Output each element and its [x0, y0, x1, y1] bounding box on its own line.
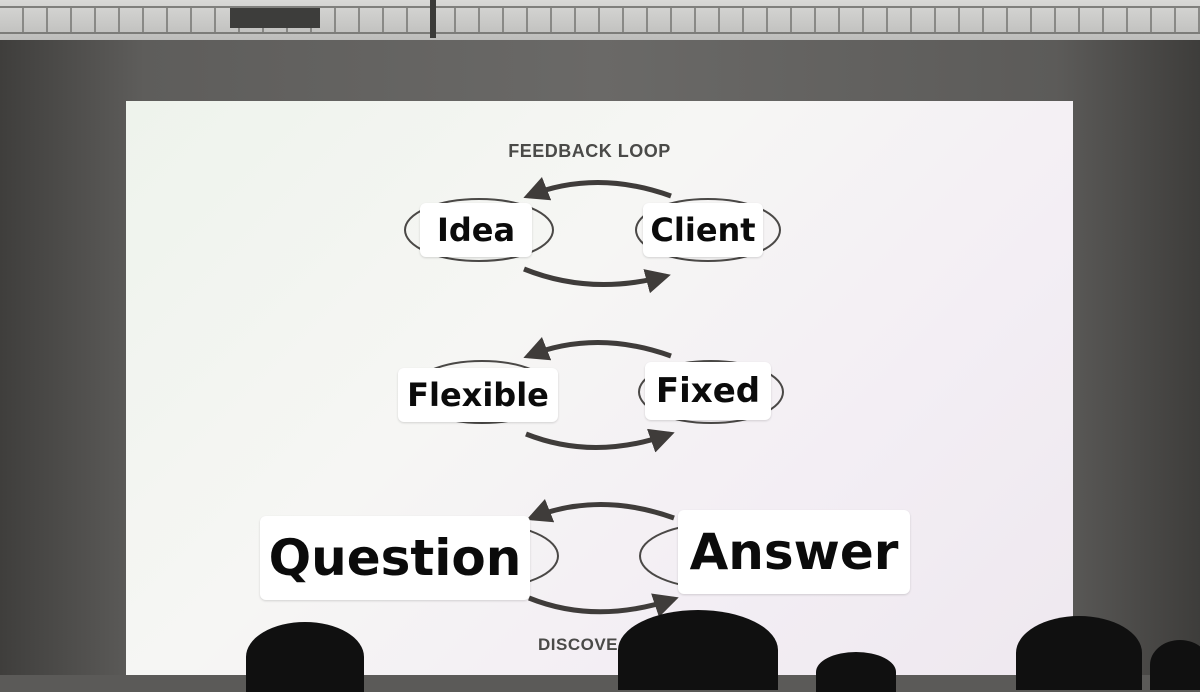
arrow-bottom-1 — [523, 266, 671, 294]
ellipse-fixed — [638, 360, 784, 424]
ceiling — [0, 0, 1200, 40]
hanging-cord — [430, 0, 436, 38]
ellipse-idea — [404, 198, 554, 262]
arrow-top-2 — [523, 337, 672, 361]
lighting-truss — [0, 6, 1200, 34]
label-flexible: Flexible — [398, 368, 558, 422]
label-idea: Idea — [420, 203, 532, 257]
arrow-top-3 — [526, 499, 675, 523]
label-client: Client — [643, 203, 763, 257]
label-fixed: Fixed — [645, 362, 771, 420]
arrow-bottom-2 — [525, 428, 675, 453]
ellipse-client — [635, 198, 781, 262]
arrow-top-1 — [523, 177, 672, 201]
label-question: Question — [260, 516, 530, 600]
label-answer: Answer — [678, 510, 910, 594]
arrow-bottom-3 — [528, 593, 679, 618]
ceiling-fixture — [230, 8, 320, 28]
slide-title: FEEDBACK LOOP — [508, 141, 671, 161]
slide-footer-partial: DISCOVE — [538, 635, 619, 654]
